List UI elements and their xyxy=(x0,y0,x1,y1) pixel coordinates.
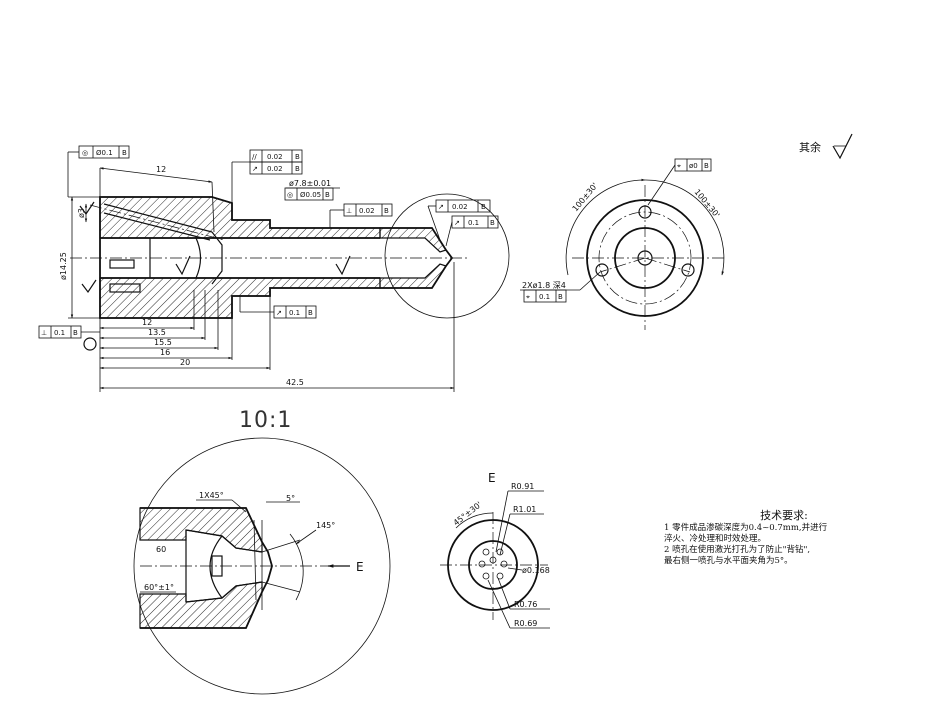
tech-note-line: 1 零件成品渗碳深度为0.4~0.7mm,并进行 xyxy=(664,523,828,533)
main-section-view: 12 13.5 15.5 16 20 42.5 ø14.25 ø3 12 ø7.… xyxy=(38,145,510,392)
right-end-view: 100±30' 100±30' 2Xø1.8 深4 ⌖ ø0 B ⌖ 0.1 B xyxy=(520,158,726,330)
fcf-concentric: ◎ Ø0.1 B xyxy=(67,145,130,197)
chamfer-dim: 1X45° xyxy=(199,491,224,500)
datum-circle xyxy=(83,337,97,351)
r069: R0.69 xyxy=(514,619,537,628)
svg-text:◎: ◎ xyxy=(82,149,88,157)
fcf-right-view-top: ⌖ ø0 B xyxy=(647,158,712,206)
svg-text:B: B xyxy=(558,293,563,301)
dim-60-tol: 60°±1° xyxy=(144,583,174,592)
dim-12: 12 xyxy=(142,318,152,327)
svg-text:0.1: 0.1 xyxy=(289,309,300,317)
svg-text:B: B xyxy=(704,162,709,170)
surface-finish-icon xyxy=(832,133,853,160)
fcf-parallel-runout: // 0.02 B ↗ 0.02 B xyxy=(231,149,303,203)
dim-left-vertical: ø14.25 xyxy=(59,252,68,280)
svg-text:◎: ◎ xyxy=(287,191,293,199)
svg-text:↗: ↗ xyxy=(454,219,460,227)
body-upper xyxy=(99,196,381,239)
r091: R0.91 xyxy=(511,482,534,491)
svg-text:↗: ↗ xyxy=(276,309,282,317)
svg-text:↗: ↗ xyxy=(252,165,258,173)
d0168: ø0.168 xyxy=(522,566,550,575)
r076: R0.76 xyxy=(514,600,537,609)
tech-note-line: 淬火、冷处理和时效处理。 xyxy=(664,534,767,544)
r101: R1.01 xyxy=(513,505,536,514)
svg-text:0.02: 0.02 xyxy=(267,153,283,161)
view-e: E 45°±30' R0.91 R1.01 ø0.168 R0.76 R0.69 xyxy=(440,471,550,629)
svg-text:Ø0.05: Ø0.05 xyxy=(300,191,321,199)
dim-15-5: 15.5 xyxy=(154,338,172,347)
fcf-right-stack: ↗ 0.02 B ↗ 0.1 B xyxy=(427,199,499,247)
dim-42-5: 42.5 xyxy=(286,378,304,387)
tip-lower xyxy=(379,263,447,289)
svg-text:B: B xyxy=(490,219,495,227)
svg-text:⊥: ⊥ xyxy=(41,329,47,337)
svg-text:Ø0.1: Ø0.1 xyxy=(96,149,113,157)
svg-text:B: B xyxy=(384,207,389,215)
dim-bore: ø7.8±0.01 xyxy=(289,179,331,188)
svg-text:B: B xyxy=(481,203,486,211)
fcf-circular: ◎ Ø0.05 B xyxy=(284,187,334,201)
tech-requirements: 技术要求: 1 零件成品渗碳深度为0.4~0.7mm,并进行 淬火、冷处理和时效… xyxy=(664,510,864,567)
svg-text:B: B xyxy=(325,191,330,199)
fcf-right-view-bottom: ⌖ 0.1 B xyxy=(523,289,567,303)
tech-requirements-title: 技术要求: xyxy=(760,509,808,522)
svg-text:B: B xyxy=(73,329,78,337)
svg-text:0.02: 0.02 xyxy=(359,207,375,215)
fcf-perpendicular: ⊥ 0.02 B xyxy=(329,203,393,228)
svg-text:0.1: 0.1 xyxy=(539,293,550,301)
fcf-left: ⊥ 0.1 B xyxy=(38,325,100,351)
svg-text:⌖: ⌖ xyxy=(677,162,681,170)
svg-text:0.02: 0.02 xyxy=(452,203,468,211)
svg-text:B: B xyxy=(122,149,127,157)
dim-13-5: 13.5 xyxy=(148,328,166,337)
fcf-bottom: ↗ 0.1 B xyxy=(239,296,317,319)
svg-text:B: B xyxy=(308,309,313,317)
svg-text:⌖: ⌖ xyxy=(526,293,530,301)
svg-text:0.02: 0.02 xyxy=(267,165,283,173)
view-e-angle: 45°±30' xyxy=(452,500,484,528)
angle-right: 100±30' xyxy=(692,188,721,220)
dim-left-small: ø3 xyxy=(77,208,86,218)
svg-text:0.1: 0.1 xyxy=(54,329,65,337)
surface-rest-label: 其余 xyxy=(799,141,821,154)
dim-60: 60 xyxy=(156,545,166,554)
svg-text:0.1: 0.1 xyxy=(468,219,479,227)
dim-16: 16 xyxy=(160,348,170,357)
svg-text:↗: ↗ xyxy=(438,203,444,211)
view-e-letter: E xyxy=(488,471,496,485)
dim-20: 20 xyxy=(180,358,190,367)
tech-note-line: 2 喷孔在使用激光打孔为了防止"背钻", xyxy=(664,545,811,555)
view-letter-e-detail: E xyxy=(356,560,364,574)
angle-large: 145° xyxy=(316,521,335,530)
angle-small: 5° xyxy=(286,494,295,503)
hole-note: 2Xø1.8 深4 xyxy=(522,281,566,290)
detail-scale-label: 10:1 xyxy=(239,408,293,433)
svg-text://: // xyxy=(252,153,257,161)
svg-text:ø0: ø0 xyxy=(689,162,698,170)
dim-angle-top: 12 xyxy=(156,165,166,174)
svg-text:B: B xyxy=(295,153,300,161)
detail-view: 1X45° 5° 145° 60 60°±1° E xyxy=(133,437,391,695)
svg-text:⊥: ⊥ xyxy=(346,207,352,215)
svg-text:B: B xyxy=(295,165,300,173)
tech-note-line: 最右侧一喷孔与水平面夹角为5°。 xyxy=(664,556,793,566)
